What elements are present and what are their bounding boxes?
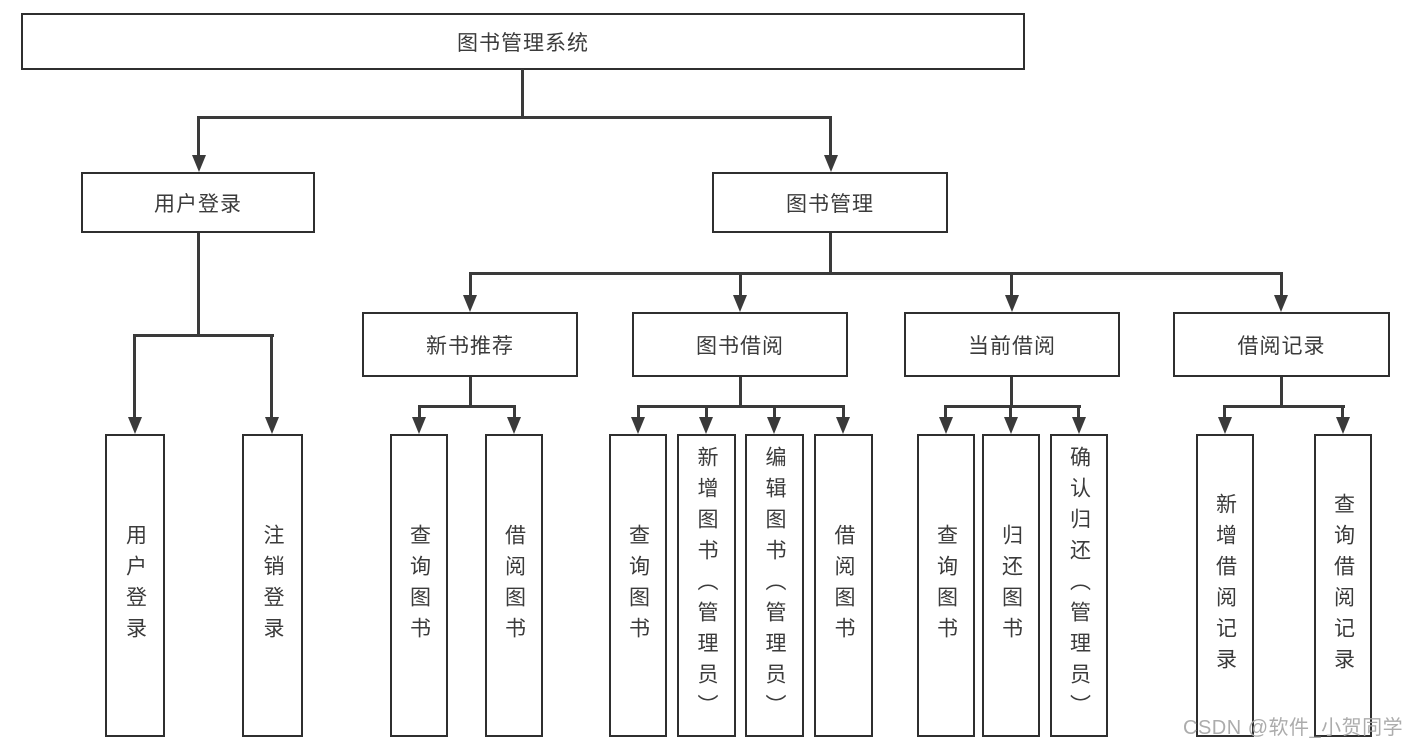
node-user-login-label: 用户登录 <box>154 192 242 216</box>
connector-line <box>1341 405 1344 417</box>
leaf-query-books-recommend-label: 查询图书 <box>407 523 431 648</box>
arrowhead-icon <box>1005 295 1019 312</box>
connector-line <box>521 69 524 119</box>
leaf-query-books-borrow-label: 查询图书 <box>626 523 650 648</box>
arrowhead-icon <box>463 295 477 312</box>
connector-line <box>270 334 273 418</box>
arrowhead-icon <box>1274 295 1288 312</box>
leaf-borrow-book-label: 借阅图书 <box>832 523 855 648</box>
arrowhead-icon <box>836 417 850 434</box>
connector-line <box>1223 405 1226 417</box>
connector-line <box>469 377 472 408</box>
leaf-borrow-book-recommend: 借阅图书 <box>485 434 543 737</box>
connector-line <box>133 334 274 337</box>
arrowhead-icon <box>699 417 713 434</box>
connector-line <box>705 405 708 417</box>
node-root-label: 图书管理系统 <box>457 31 589 55</box>
node-new-book-recommend: 新书推荐 <box>362 312 578 377</box>
connector-line <box>197 116 200 157</box>
connector-line <box>739 377 742 408</box>
leaf-add-borrow-record: 新增借阅记录 <box>1196 434 1254 737</box>
csdn-watermark: CSDN @软件_小贺同学 <box>1183 717 1404 739</box>
leaf-confirm-return-admin: 确认归还（管理员） <box>1050 434 1108 737</box>
node-book-borrow-label: 图书借阅 <box>696 334 784 358</box>
connector-line <box>197 116 832 119</box>
leaf-query-borrow-record: 查询借阅记录 <box>1314 434 1372 737</box>
connector-line <box>637 405 845 408</box>
connector-line <box>1010 272 1013 295</box>
connector-line <box>944 405 1081 408</box>
leaf-query-books-borrow: 查询图书 <box>609 434 667 737</box>
connector-line <box>1077 405 1080 417</box>
connector-line <box>418 405 421 417</box>
node-borrow-records-label: 借阅记录 <box>1237 334 1326 358</box>
leaf-logout-label: 注销登录 <box>261 523 284 648</box>
leaf-add-book-admin: 新增图书（管理员） <box>677 434 736 737</box>
connector-line <box>1280 272 1283 295</box>
arrowhead-icon <box>1004 417 1018 434</box>
arrowhead-icon <box>507 417 521 434</box>
connector-line <box>469 272 1283 275</box>
node-borrow-records: 借阅记录 <box>1173 312 1390 377</box>
connector-line <box>1280 377 1283 408</box>
arrowhead-icon <box>1336 417 1350 434</box>
node-book-borrow: 图书借阅 <box>632 312 848 377</box>
connector-line <box>637 405 640 417</box>
arrowhead-icon <box>1218 417 1232 434</box>
arrowhead-icon <box>767 417 781 434</box>
leaf-borrow-book-recommend-label: 借阅图书 <box>502 523 526 648</box>
leaf-query-books-current: 查询图书 <box>917 434 975 737</box>
node-user-login: 用户登录 <box>81 172 315 233</box>
arrowhead-icon <box>939 417 953 434</box>
leaf-add-book-admin-label: 新增图书（管理员） <box>695 446 718 725</box>
arrowhead-icon <box>265 417 279 434</box>
leaf-return-book-label: 归还图书 <box>999 523 1023 648</box>
leaf-add-borrow-record-label: 新增借阅记录 <box>1213 492 1237 679</box>
connector-line <box>1009 405 1012 417</box>
node-book-management-label: 图书管理 <box>786 192 874 216</box>
leaf-confirm-return-admin-label: 确认归还（管理员） <box>1067 446 1091 725</box>
node-current-borrow-label: 当前借阅 <box>968 334 1056 358</box>
connector-line <box>418 405 516 408</box>
connector-line <box>1223 405 1345 408</box>
leaf-logout: 注销登录 <box>242 434 303 737</box>
leaf-query-books-current-label: 查询图书 <box>934 523 958 648</box>
arrowhead-icon <box>1072 417 1086 434</box>
arrowhead-icon <box>192 155 206 172</box>
arrowhead-icon <box>631 417 645 434</box>
node-current-borrow: 当前借阅 <box>904 312 1120 377</box>
connector-line <box>829 116 832 157</box>
connector-line <box>513 405 516 417</box>
leaf-query-borrow-record-label: 查询借阅记录 <box>1331 492 1355 679</box>
leaf-user-login-label: 用户登录 <box>123 523 147 648</box>
connector-line <box>133 334 136 418</box>
connector-line <box>469 272 472 295</box>
connector-line <box>1010 377 1013 408</box>
connector-line <box>773 405 776 417</box>
connector-line <box>829 233 832 275</box>
arrowhead-icon <box>733 295 747 312</box>
leaf-edit-book-admin: 编辑图书（管理员） <box>745 434 804 737</box>
leaf-user-login: 用户登录 <box>105 434 165 737</box>
leaf-return-book: 归还图书 <box>982 434 1040 737</box>
node-root: 图书管理系统 <box>21 13 1025 70</box>
connector-line <box>197 233 200 337</box>
arrowhead-icon <box>128 417 142 434</box>
arrowhead-icon <box>412 417 426 434</box>
connector-line <box>842 405 845 417</box>
node-new-book-recommend-label: 新书推荐 <box>426 334 514 358</box>
leaf-borrow-book: 借阅图书 <box>814 434 873 737</box>
leaf-query-books-recommend: 查询图书 <box>390 434 448 737</box>
connector-line <box>739 272 742 295</box>
node-book-management: 图书管理 <box>712 172 948 233</box>
connector-line <box>944 405 947 417</box>
arrowhead-icon <box>824 155 838 172</box>
leaf-edit-book-admin-label: 编辑图书（管理员） <box>763 446 786 725</box>
